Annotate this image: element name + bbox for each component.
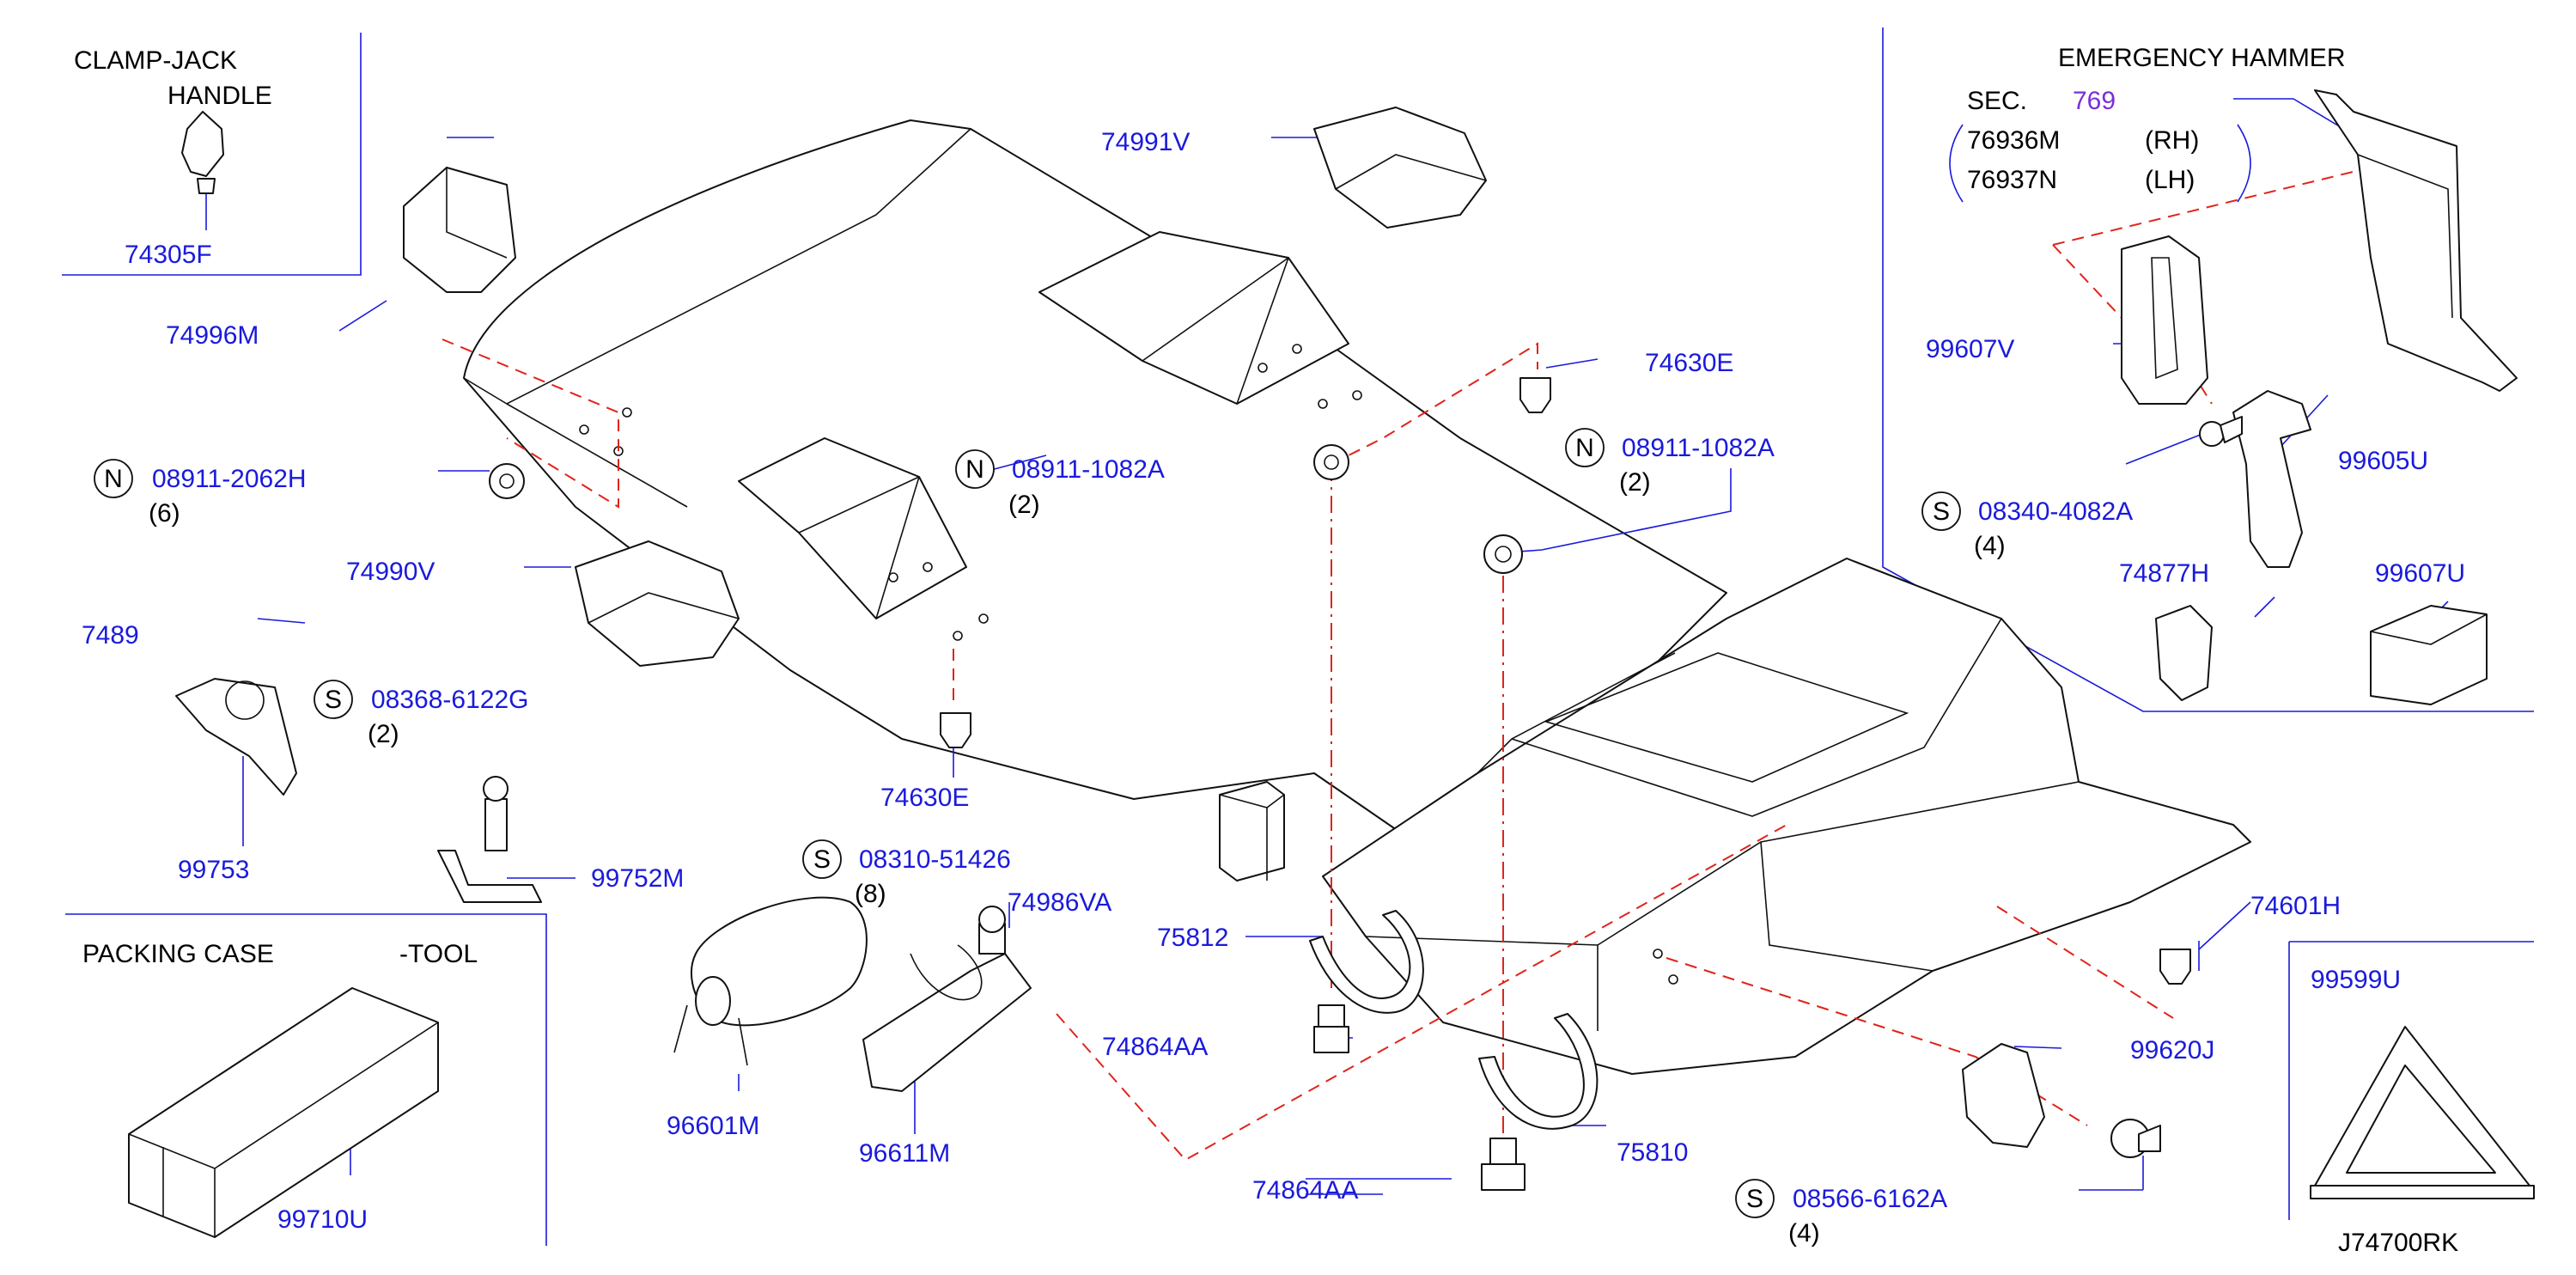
part-label-99710u[interactable]: 99710U [277, 1205, 368, 1234]
fastener-prefix: S [1933, 497, 1950, 526]
fastener-08911-2062h[interactable]: N 08911-2062H (6) [94, 459, 307, 528]
fastener-08310-51426[interactable]: S 08310-51426 (8) [802, 839, 1011, 908]
fastener-number: 08340-4082A [1978, 497, 2133, 526]
part-label-74305f[interactable]: 74305F [125, 241, 212, 269]
fastener-qty: (6) [149, 499, 180, 528]
part-label-74864aa-b[interactable]: 74864AA [1252, 1176, 1358, 1205]
fastener-number: 08911-1082A [1012, 455, 1165, 484]
part-label-74990v[interactable]: 74990V [346, 558, 435, 586]
part-label-74630e-top[interactable]: 74630E [1645, 349, 1733, 377]
assembly-lines [442, 167, 2372, 1162]
fastener-08566-6162a[interactable]: S 08566-6162A (4) [1735, 1179, 1947, 1248]
fastener-prefix: N [1575, 434, 1594, 462]
hardware-parts [128, 89, 2535, 1238]
fastener-number: 08368-6122G [371, 686, 529, 714]
part-label-75812[interactable]: 75812 [1157, 924, 1228, 952]
part-label-7489[interactable]: 7489 [82, 621, 139, 650]
packing-tool-heading: -TOOL [399, 940, 478, 968]
fastener-number: 08911-1082A [1622, 434, 1775, 462]
diagram-code: J74700RK [2338, 1229, 2458, 1257]
part-label-99607v[interactable]: 99607V [1926, 335, 2014, 363]
packing-case-heading: PACKING CASE [82, 940, 274, 968]
fastener-number: 08566-6162A [1793, 1185, 1947, 1213]
part-label-74601h[interactable]: 74601H [2250, 892, 2341, 920]
fastener-08368-6122g[interactable]: S 08368-6122G (2) [314, 680, 529, 748]
part-label-74864aa-a[interactable]: 74864AA [1102, 1033, 1208, 1061]
fastener-number: 08911-2062H [152, 465, 307, 493]
part-label-74877h[interactable]: 74877H [2119, 559, 2209, 588]
lh-side-label: (LH) [2145, 166, 2195, 194]
section-bracket-left [1949, 124, 1964, 203]
lh-part-number[interactable]: 76937N [1967, 166, 2057, 194]
fastener-qty: (8) [855, 880, 886, 908]
fastener-08911-1082a-right[interactable]: N 08911-1082A (2) [1565, 428, 1775, 497]
section-label[interactable]: SEC. [1967, 87, 2027, 115]
part-label-74991v[interactable]: 74991V [1101, 128, 1190, 156]
part-label-74986va[interactable]: 74986VA [1008, 888, 1111, 917]
section-number-link[interactable]: 769 [2073, 87, 2116, 115]
fastener-prefix: S [813, 845, 831, 874]
part-label-99607u[interactable]: 99607U [2375, 559, 2465, 588]
fastener-08340-4082a[interactable]: S 08340-4082A (4) [1921, 491, 2133, 560]
fastener-qty: (4) [1788, 1219, 1820, 1248]
section-bracket-right [2237, 124, 2251, 203]
fastener-prefix: S [1746, 1185, 1763, 1213]
part-label-99599u[interactable]: 99599U [2311, 966, 2401, 994]
emergency-hammer-heading: EMERGENCY HAMMER [2058, 44, 2345, 72]
part-label-99605u[interactable]: 99605U [2338, 447, 2428, 475]
fastener-qty: (2) [1619, 468, 1651, 497]
rh-side-label: (RH) [2145, 126, 2199, 155]
part-label-74630e-mid[interactable]: 74630E [880, 784, 969, 812]
part-label-96601m[interactable]: 96601M [667, 1112, 759, 1140]
clamp-jack-heading: CLAMP-JACK [74, 46, 237, 75]
fastener-qty: (2) [1008, 491, 1040, 519]
part-label-96611m[interactable]: 96611M [859, 1139, 950, 1168]
part-label-99753[interactable]: 99753 [178, 856, 249, 884]
rear-tray [1322, 558, 2251, 1075]
part-label-74996m[interactable]: 74996M [166, 321, 259, 350]
part-label-75810[interactable]: 75810 [1617, 1138, 1688, 1167]
fastener-number: 08310-51426 [859, 845, 1011, 874]
part-label-99752m[interactable]: 99752M [591, 864, 684, 893]
floor-tray [463, 119, 1727, 869]
fastener-prefix: N [965, 455, 984, 484]
part-label-99620j[interactable]: 99620J [2130, 1036, 2214, 1065]
fastener-prefix: N [104, 465, 123, 493]
fastener-qty: (2) [368, 720, 399, 748]
fastener-08911-1082a-left[interactable]: N 08911-1082A (2) [955, 449, 1165, 519]
rh-part-number[interactable]: 76936M [1967, 126, 2060, 155]
fastener-qty: (4) [1974, 532, 2006, 560]
clamp-jack-heading-line2: HANDLE [167, 82, 272, 110]
fastener-prefix: S [325, 686, 342, 714]
